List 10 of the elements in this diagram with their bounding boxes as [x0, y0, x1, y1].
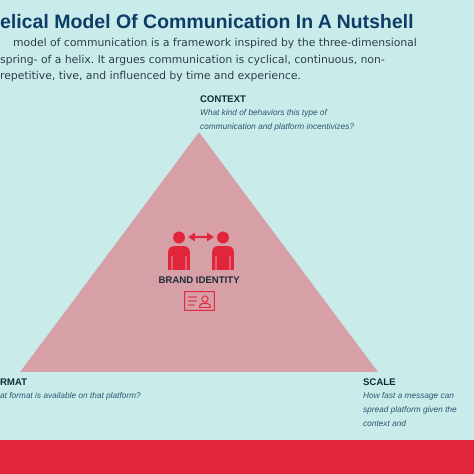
corner-heading: SCALE — [363, 377, 396, 389]
corner-heading: CONTEXT — [200, 94, 246, 106]
corner-question: What kind of behaviors this type of communication and platform incentivizes? — [200, 106, 356, 133]
corner-question: How fast a message can spread platform given the context and — [363, 389, 458, 430]
triangle — [20, 132, 378, 372]
title: elical Model Of Communication In A Nutshell — [0, 10, 414, 35]
corner-heading: RMAT — [0, 377, 27, 389]
corner-question: at format is available on that platform? — [0, 389, 142, 402]
triangle-label: BRAND IDENTITY — [158, 275, 240, 287]
description-text: model of communication is a framework inspired by the three-dimensional spring- of a helix. It argues communication is cyclical, continuous, non-repetitive, tive, and influenced by time and experience. — [0, 35, 418, 84]
